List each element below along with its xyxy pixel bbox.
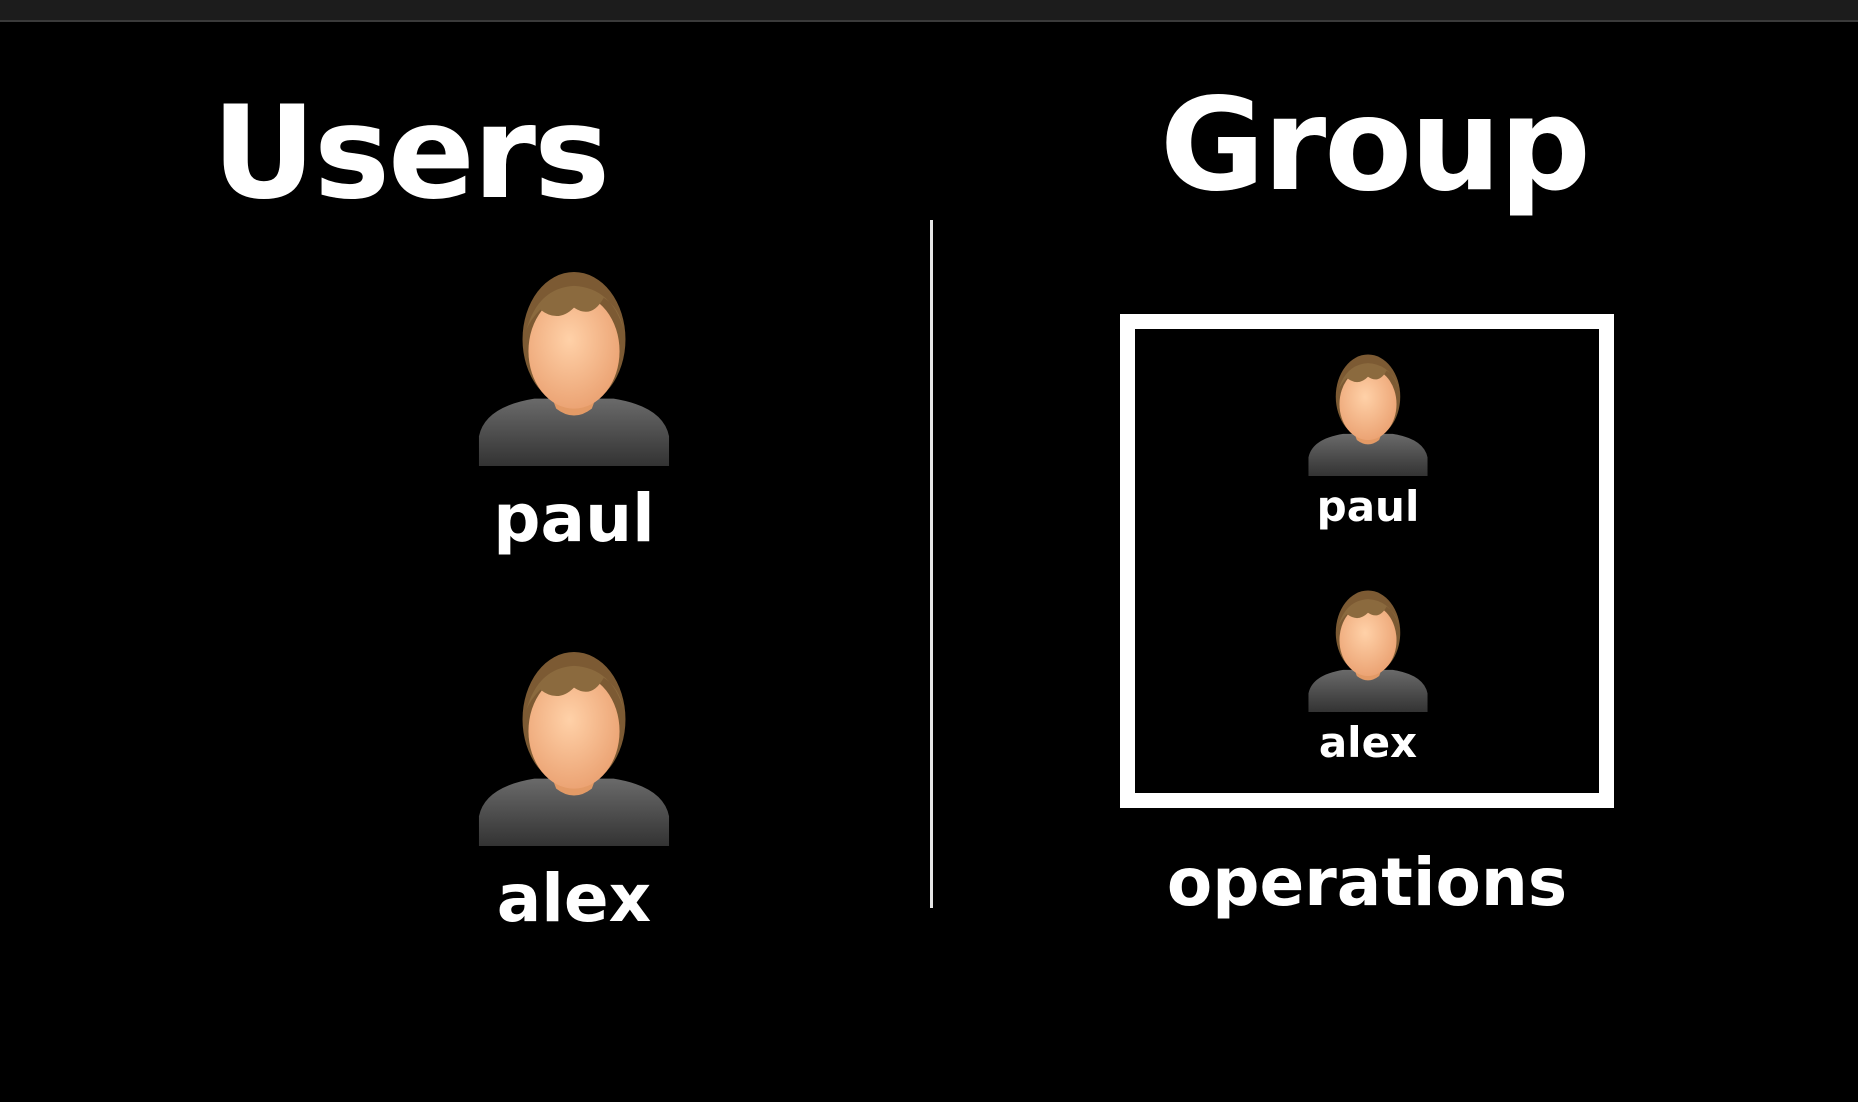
group-name-label: operations — [1166, 844, 1568, 921]
group-member-name: paul — [1316, 482, 1420, 531]
user-paul: paul — [454, 268, 694, 552]
user-name: alex — [496, 860, 652, 937]
user-alex: alex — [454, 648, 694, 932]
user-avatar-icon — [478, 651, 670, 846]
divider — [930, 220, 933, 908]
user-name: paul — [493, 480, 655, 557]
users-heading: Users — [211, 79, 610, 228]
group-member-paul: paul — [1268, 352, 1468, 528]
top-bar — [0, 0, 1858, 22]
group-member-alex: alex — [1268, 588, 1468, 764]
user-avatar-icon — [1308, 590, 1428, 712]
user-avatar-icon — [478, 271, 670, 466]
group-member-name: alex — [1318, 718, 1418, 767]
user-avatar-icon — [1308, 354, 1428, 476]
group-box — [1120, 314, 1614, 808]
group-heading: Group — [1160, 71, 1591, 220]
